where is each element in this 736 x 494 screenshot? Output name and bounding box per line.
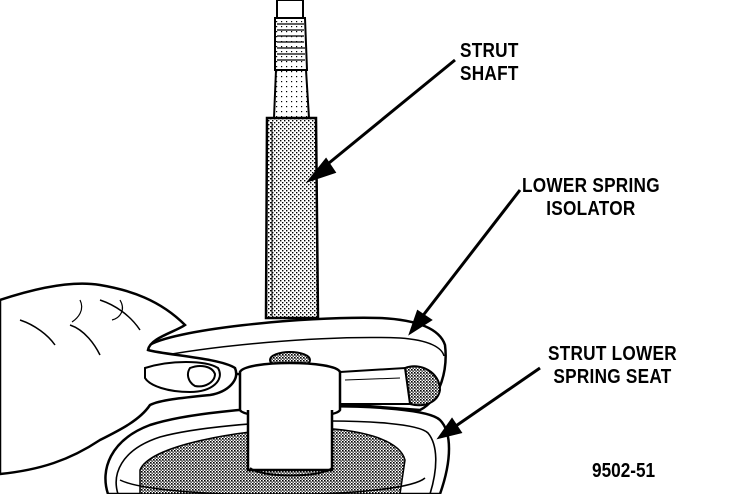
label-strut-shaft-line1: STRUT bbox=[460, 40, 519, 62]
hand bbox=[0, 282, 238, 476]
label-lower-spring-isolator-line2: ISOLATOR bbox=[546, 198, 636, 220]
label-lower-spring-isolator-line1: LOWER SPRING bbox=[522, 175, 660, 197]
shaft-collar bbox=[238, 351, 342, 477]
label-strut-lower-spring-seat-line2: SPRING SEAT bbox=[553, 366, 672, 388]
label-strut-shaft: STRUT SHAFT bbox=[460, 40, 519, 86]
figure-number: 9502-51 bbox=[592, 460, 656, 482]
label-strut-shaft-line2: SHAFT bbox=[460, 63, 519, 85]
label-strut-lower-spring-seat-line1: STRUT LOWER bbox=[548, 343, 677, 365]
callout-arrows bbox=[305, 58, 541, 440]
label-lower-spring-isolator: LOWER SPRING ISOLATOR bbox=[522, 175, 660, 221]
strut-shaft bbox=[264, 0, 320, 320]
label-strut-lower-spring-seat: STRUT LOWER SPRING SEAT bbox=[548, 343, 677, 389]
